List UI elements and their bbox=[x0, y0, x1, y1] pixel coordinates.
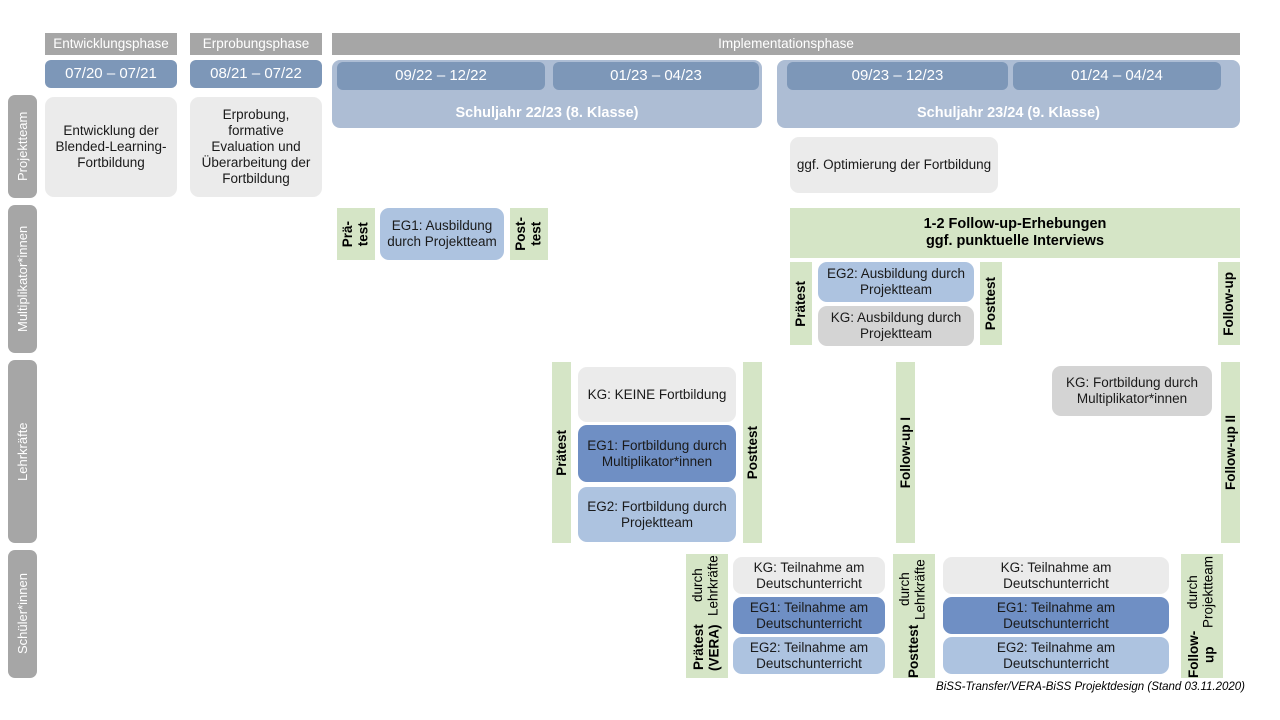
footer-caption: BiSS-Transfer/VERA-BiSS Projektdesign (S… bbox=[936, 681, 1245, 693]
phase-label: Entwicklungsphase bbox=[53, 36, 169, 52]
card-eg1-ausbildung-projektteam: EG1: Ausbildung durch Projektteam bbox=[380, 208, 504, 260]
card-text: EG1: Teilnahme am Deutschunterricht bbox=[749, 599, 869, 631]
card-eg1-teilnahme-deutschunterricht-left: EG1: Teilnahme am Deutschunterricht bbox=[733, 597, 885, 634]
posttest-column-lehrkraefte: Posttest bbox=[743, 362, 762, 543]
followup-label: Follow-up durch Projektteam bbox=[1185, 556, 1217, 678]
card-eg1-teilnahme-deutschunterricht-right: EG1: Teilnahme am Deutschunterricht bbox=[943, 597, 1169, 634]
card-eg1-fortbildung-multiplikator: EG1: Fortbildung durch Multiplikator*inn… bbox=[578, 425, 736, 482]
posttest-column-multiplikator-2: Posttest bbox=[980, 262, 1002, 345]
followup1-column-lehrkraefte: Follow-up I bbox=[896, 362, 915, 543]
card-eg2-teilnahme-deutschunterricht-right: EG2: Teilnahme am Deutschunterricht bbox=[943, 637, 1169, 674]
posttest-column-schueler: Posttest durch Lehrkräfte bbox=[893, 554, 935, 678]
card-text: KG: Teilnahme am Deutschunterricht bbox=[753, 559, 865, 591]
card-text: KG: Fortbildung durch Multiplikator*inne… bbox=[1065, 375, 1199, 406]
row-label-schuelerinnen: Schüler*innen bbox=[8, 550, 37, 678]
period-label: 09/22 – 12/22 bbox=[395, 67, 487, 85]
card-text: KG: Ausbildung durch Projektteam bbox=[830, 310, 962, 341]
row-label-text: Projektteam bbox=[14, 111, 30, 182]
phase-label: Erprobungsphase bbox=[202, 36, 310, 52]
card-kg-keine-fortbildung: KG: KEINE Fortbildung bbox=[578, 367, 736, 422]
row-label-multiplikatorinnen: Multiplikator*innen bbox=[8, 205, 37, 353]
followup-column-schueler: Follow-up durch Projektteam bbox=[1181, 554, 1223, 678]
card-text: KG: KEINE Fortbildung bbox=[587, 386, 727, 402]
posttest-label: Posttest bbox=[983, 276, 999, 331]
period-label: 08/21 – 07/22 bbox=[210, 65, 302, 83]
period-pill-01-23-04-23: 01/23 – 04/23 bbox=[553, 62, 759, 90]
card-text: EG2: Fortbildung durch Projektteam bbox=[587, 498, 727, 530]
period-pill-01-24-04-24: 01/24 – 04/24 bbox=[1013, 62, 1221, 90]
praetest-column-lehrkraefte: Prätest bbox=[552, 362, 571, 543]
card-text: EG2: Ausbildung durch Projektteam bbox=[826, 266, 966, 297]
praetest-column-multiplikator: Prä-test bbox=[337, 208, 375, 260]
card-entwicklung-fortbildung: Entwicklung der Blended-Learning-Fortbil… bbox=[45, 97, 177, 197]
followup2-label: Follow-up II bbox=[1222, 415, 1238, 490]
followup-erhebungen-bar: 1-2 Follow-up-Erhebungen ggf. punktuelle… bbox=[790, 208, 1240, 258]
followup-bar-text: 1-2 Follow-up-Erhebungen ggf. punktuelle… bbox=[923, 215, 1107, 249]
period-pill-09-23-12-23: 09/23 – 12/23 bbox=[787, 62, 1008, 90]
phase-header-entwicklungsphase: Entwicklungsphase bbox=[45, 33, 177, 55]
phase-header-erprobungsphase: Erprobungsphase bbox=[190, 33, 322, 55]
period-pill-07-20-07-21: 07/20 – 07/21 bbox=[45, 60, 177, 88]
card-erprobung-evaluation: Erprobung, formative Evaluation und Über… bbox=[190, 97, 322, 197]
posttest-label: Post-test bbox=[513, 217, 544, 251]
row-label-text: Multiplikator*innen bbox=[14, 225, 30, 333]
card-eg2-ausbildung-projektteam: EG2: Ausbildung durch Projektteam bbox=[818, 262, 974, 302]
period-label: 01/24 – 04/24 bbox=[1071, 67, 1163, 85]
card-text: EG2: Teilnahme am Deutschunterricht bbox=[996, 639, 1116, 671]
card-kg-teilnahme-deutschunterricht-right: KG: Teilnahme am Deutschunterricht bbox=[943, 557, 1169, 594]
card-text: EG2: Teilnahme am Deutschunterricht bbox=[749, 639, 869, 671]
card-text: Erprobung, formative Evaluation und Über… bbox=[201, 107, 311, 186]
followup-label: Follow-up bbox=[1221, 271, 1237, 336]
card-text: Entwicklung der Blended-Learning-Fortbil… bbox=[55, 123, 167, 170]
card-text: EG1: Teilnahme am Deutschunterricht bbox=[996, 599, 1116, 631]
praetest-vera-column-schueler: Prätest (VERA) durch Lehrkräfte bbox=[686, 554, 728, 678]
praetest-label: Prätest bbox=[553, 429, 569, 476]
praetest-column-multiplikator-2: Prätest bbox=[790, 262, 812, 345]
posttest-column-multiplikator: Post-test bbox=[510, 208, 548, 260]
row-label-projektteam: Projektteam bbox=[8, 95, 37, 198]
followup1-label: Follow-up I bbox=[897, 416, 913, 489]
card-kg-teilnahme-deutschunterricht-left: KG: Teilnahme am Deutschunterricht bbox=[733, 557, 885, 594]
praetest-label: Prätest bbox=[793, 280, 809, 327]
card-eg2-teilnahme-deutschunterricht-left: EG2: Teilnahme am Deutschunterricht bbox=[733, 637, 885, 674]
card-text: ggf. Optimierung der Fortbildung bbox=[796, 157, 992, 173]
row-label-lehrkraefte: Lehrkräfte bbox=[8, 360, 37, 543]
period-label: 07/20 – 07/21 bbox=[65, 65, 157, 83]
card-eg2-fortbildung-projektteam: EG2: Fortbildung durch Projektteam bbox=[578, 487, 736, 542]
praetest-vera-label: Prätest (VERA) durch Lehrkräfte bbox=[690, 554, 722, 671]
card-ggf-optimierung: ggf. Optimierung der Fortbildung bbox=[790, 137, 998, 193]
phase-label: Implementationsphase bbox=[718, 36, 854, 52]
praetest-label: Prä-test bbox=[340, 220, 371, 248]
phase-header-implementationsphase: Implementationsphase bbox=[332, 33, 1240, 55]
card-text: EG1: Fortbildung durch Multiplikator*inn… bbox=[587, 437, 727, 469]
card-text: KG: Teilnahme am Deutschunterricht bbox=[1000, 559, 1112, 591]
card-kg-ausbildung-projektteam: KG: Ausbildung durch Projektteam bbox=[818, 306, 974, 346]
card-kg-fortbildung-multiplikator: KG: Fortbildung durch Multiplikator*inne… bbox=[1052, 366, 1212, 416]
followup-column-multiplikator: Follow-up bbox=[1218, 262, 1240, 345]
followup2-column-lehrkraefte: Follow-up II bbox=[1221, 362, 1240, 543]
school-year-label: Schuljahr 23/24 (9. Klasse) bbox=[917, 104, 1100, 121]
period-label: 09/23 – 12/23 bbox=[851, 67, 944, 85]
posttest-label: Posttest durch Lehrkräfte bbox=[897, 558, 928, 678]
posttest-label: Posttest bbox=[744, 425, 760, 480]
card-text: EG1: Ausbildung durch Projektteam bbox=[387, 218, 497, 249]
school-year-label: Schuljahr 22/23 (8. Klasse) bbox=[455, 104, 639, 121]
period-pill-08-21-07-22: 08/21 – 07/22 bbox=[190, 60, 322, 88]
row-label-text: Schüler*innen bbox=[14, 573, 30, 655]
row-label-text: Lehrkräfte bbox=[14, 422, 30, 481]
period-label: 01/23 – 04/23 bbox=[610, 67, 702, 85]
period-pill-09-22-12-22: 09/22 – 12/22 bbox=[337, 62, 545, 90]
